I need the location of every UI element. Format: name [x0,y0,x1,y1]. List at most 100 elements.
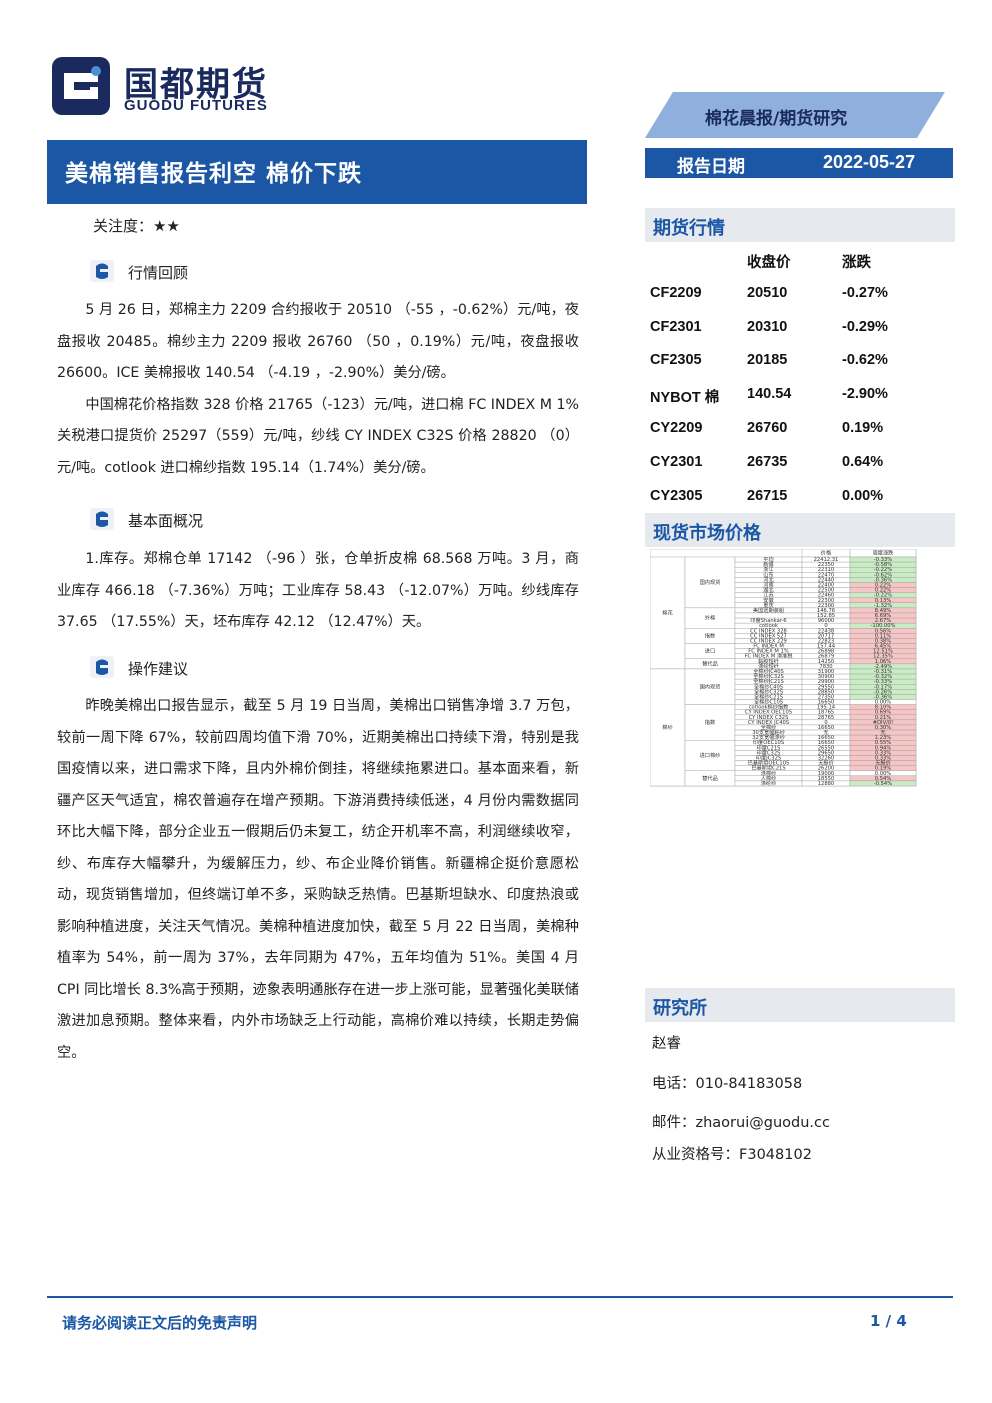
spot-price-value: 22350 [818,562,835,568]
spot-title: 现货市场价格 [653,523,761,544]
report-date-bar: 报告日期 2022-05-27 [645,148,953,178]
spot-change-value: 0.69% [875,710,892,716]
futures-contract: CY2209 [650,419,703,436]
spot-change-value: 0.22% [875,588,892,594]
spot-sub-cell [684,668,736,705]
spot-change-value: -1.32% [874,603,892,609]
spot-item-label: 全棉纱JC21S [753,677,784,685]
spot-change-value: -0.33% [874,557,892,563]
spot-item-label: FC INDEX M 1% [748,649,789,655]
spot-price-value: 22310 [818,567,835,573]
futures-contract: CY2301 [650,453,703,470]
spot-change-value: 0.56% [875,628,892,634]
spot-change-value: -0.62% [874,572,892,578]
spot-sub-label: 国内现货 [700,578,721,586]
spot-change-value: 0.00% [875,771,892,777]
spot-item-label: 江苏 [763,591,773,599]
spot-price-value: 22470 [818,572,835,578]
spot-item-label: CC INDEX 328 [750,628,787,634]
spot-change-value: 8.49% [875,608,892,614]
spot-item-label: 河北 [763,575,774,583]
spot-price-value: 22400 [818,582,835,588]
spot-item-label: 巴基斯坦C21S [751,764,785,772]
spot-price-value: 26898 [818,649,835,655]
spot-change-value: 0.19% [875,766,892,772]
futures-row: CY2305 26715 0.00% [650,483,950,517]
spot-item-label: 全棉纱C21S [754,692,783,700]
spot-change-value: 6.69% [875,613,892,619]
spot-item-label: 巴基斯坦OEC10S [748,759,790,767]
spot-item-label: 印度Shankar-6 [750,616,787,624]
spot-change-value: -0.36% [874,694,892,700]
category-banner: 棉花晨报/期货研究 [645,92,945,138]
attention-label: 关注度： [93,217,154,235]
spot-header-price: 价格 [821,549,832,557]
fundamentals-body: 1.库存。郑棉仓单 17142 （-96 ）张，仓单折皮棉 68.568 万吨。… [57,544,579,639]
spot-heading: 现货市场价格 [645,513,955,547]
attention-rating: 关注度：★★ [93,215,180,236]
analyst-phone: 电话：010-84183058 [652,1076,803,1092]
spot-change-cell [849,780,917,787]
spot-price-value: 0 [824,623,827,629]
futures-contract: CF2209 [650,284,702,301]
futures-change: -2.90% [842,386,888,403]
spot-change-value: -0.26% [874,689,892,695]
futures-change: 0.64% [842,453,884,470]
spot-item-label: 全棉纱JC40S [753,667,784,675]
section-review-title: 行情回顾 [128,264,189,282]
futures-change: -0.62% [842,352,888,369]
spot-price-value: 96000 [818,618,835,624]
spot-price-value: 32260 [818,756,835,762]
brand-name-en: GUODU FUTURES [124,97,268,114]
spot-price-value: 26550 [818,745,835,751]
spot-sub-cell [684,704,736,741]
futures-row: CY2209 26760 0.19% [650,415,950,449]
spot-price-value: 27350 [818,694,835,700]
spot-change-value: 0.21% [875,715,892,721]
futures-row: CF2301 20310 -0.29% [650,314,950,348]
futures-change: 0.00% [842,487,884,504]
spot-sub-cell [684,739,736,771]
advice-body: 昨晚美棉出口报告显示，截至 5 月 19 日当周，美棉出口销售净增 3.7 万包… [57,691,579,1069]
futures-contract: NYBOT 棉 [650,390,720,407]
spot-sub-label: 指数 [705,631,716,639]
futures-heading: 期货行情 [645,208,955,242]
spot-item-label: 涤纶短纤 [758,662,779,670]
spot-price-value: 0 [824,720,827,726]
spot-change-value: 12.51% [873,649,893,655]
spot-change-value: 0.13% [875,598,892,604]
spot-change-value: 0.11% [875,633,892,639]
spot-price-value: 无 [823,729,828,736]
analyst-name: 赵睿 [652,1036,681,1052]
spot-price-value: 22438 [818,628,835,634]
spot-item-label: cotlook [759,623,778,629]
spot-sub-label: 外棉 [705,614,715,622]
spot-item-label: CY INDEX OEC10S [745,710,792,716]
spot-sub-label: 进口棉纱 [700,751,721,759]
spot-item-label: FC INDEX M [753,644,784,650]
futures-table: 收盘价 涨跌 CF2209 20510 -0.27% CF2301 20310 … [650,246,950,516]
banner-shape [645,92,945,138]
spot-price-value: 26879 [818,654,835,660]
spot-price-value: 14250 [818,659,835,665]
section-fundamentals-title: 基本面概况 [128,512,204,530]
spot-change-value: -0.32% [874,674,892,680]
spot-change-value: -0.22% [874,567,892,573]
spot-group-label: 棉花 [662,608,672,616]
futures-contract: CF2301 [650,318,702,335]
spot-change-value: 0.38% [875,638,892,644]
spot-change-value: -0.58% [874,562,892,568]
spot-change-value: 0.33% [875,756,892,762]
spot-change-value: 2.67% [875,618,892,624]
spot-price-value: 152.85 [817,613,835,619]
spot-change-value: 8.10% [875,705,892,711]
spot-item-label: 印度JC32S [756,754,781,762]
spot-change-value: 0.94% [875,745,892,751]
spot-item-label: CY INDEX JC40S [748,720,789,726]
disclaimer-notice[interactable]: 请务必阅读正文后的免责声明 [62,1314,258,1332]
spot-item-label: 平均 [763,555,773,563]
analyst-email[interactable]: 邮件：zhaorui@guodu.cc [652,1115,830,1131]
spot-price-value: 146.76 [817,608,835,614]
spot-item-label: 重庆 [763,601,773,609]
spot-price-value: 无报价 [818,759,834,767]
